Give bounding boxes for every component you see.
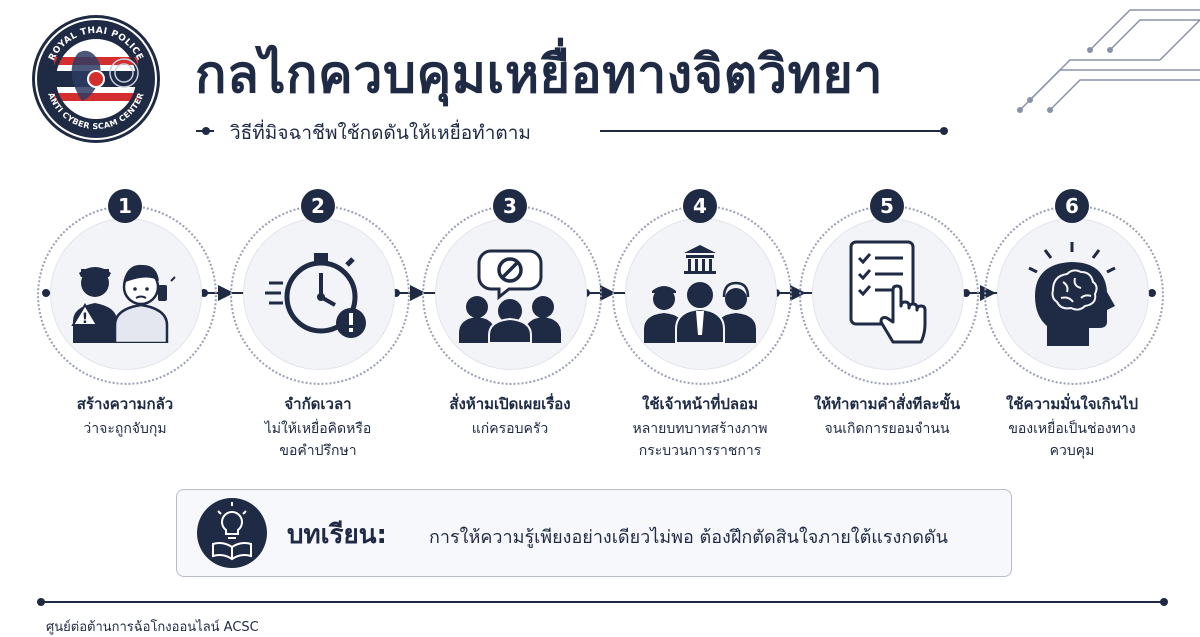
svg-text:!: ! (82, 311, 88, 327)
step-title: ใช้ความมั่นใจเกินไป (1005, 395, 1139, 413)
step-title: จำกัดเวลา (284, 395, 352, 413)
lightbulb-book-icon (197, 498, 267, 568)
step-description-line: หลายบทบาทสร้างภาพ (632, 421, 768, 437)
step-number-badge: 4 (683, 189, 717, 223)
checklist-hand-icon (837, 238, 937, 348)
step-title: สั่งห้ามเปิดเผยเรื่อง (449, 395, 571, 413)
step-description-line: ไม่ให้เหยื่อคิดหรือ (264, 421, 372, 437)
lesson-text: การให้ความรู้เพียงอย่างเดียวไม่พอ ต้องฝึ… (429, 527, 948, 548)
step-title: ให้ทำตามคำสั่งทีละขั้น (813, 395, 961, 413)
step-description: จนเกิดการยอมจำนน (787, 418, 987, 440)
page-title: กลไกควบคุมเหยื่อทางจิตวิทยา (195, 45, 884, 105)
footer-divider (40, 601, 1166, 603)
step-description-line: กระบวนการราชการ (638, 443, 762, 459)
lesson-label: บทเรียน: (287, 520, 387, 550)
subtitle-dot-left (202, 127, 210, 135)
step-number-badge: 3 (493, 189, 527, 223)
step-description-line: ว่าจะถูกจับกุม (83, 421, 167, 437)
police-and-scared-man-icon: ! (65, 243, 185, 345)
step-description: ว่าจะถูกจับกุม (25, 418, 225, 440)
fake-officials-icon (640, 243, 760, 344)
step-number-badge: 1 (108, 189, 142, 223)
step-description-line: ของเหยื่อเป็นช่องทาง (1008, 421, 1136, 437)
step-circle (435, 218, 587, 370)
step-description: หลายบทบาทสร้างภาพกระบวนการราชการ (600, 418, 800, 462)
footer-text: ศูนย์ต่อต้านการฉ้อโกงออนไลน์ ACSC (46, 620, 259, 635)
step-number-badge: 5 (870, 189, 904, 223)
head-brain-icon (1017, 238, 1127, 348)
subtitle-dot-right (940, 127, 948, 135)
step-description-line: จนเกิดการยอมจำนน (824, 421, 950, 437)
step-description: แก่ครอบครัว (410, 418, 610, 440)
lesson-box: บทเรียน: การให้ความรู้เพียงอย่างเดียวไม่… (176, 489, 1012, 577)
step-description: ไม่ให้เหยื่อคิดหรือขอคำปรึกษา (218, 418, 418, 462)
step-description: ของเหยื่อเป็นช่องทางควบคุม (972, 418, 1172, 462)
step-title: สร้างความกลัว (76, 395, 174, 413)
footer-dot-left (37, 598, 45, 606)
step-description-line: แก่ครอบครัว (471, 421, 549, 437)
stopwatch-alert-icon (263, 243, 373, 343)
step-number-badge: 2 (301, 189, 335, 223)
no-talking-group-icon (455, 243, 565, 344)
step-number-badge: 6 (1055, 189, 1089, 223)
acsc-logo: ROYAL THAI POLICE ANTI CYBER SCAM CENTER (30, 13, 162, 145)
circuit-decoration (1017, 9, 1200, 113)
page-subtitle: วิธีที่มิจฉาชีพใช้กดดันให้เหยื่อทำตาม (230, 122, 531, 144)
step-description-line: ขอคำปรึกษา (279, 443, 357, 459)
step-title: ใช้เจ้าหน้าที่ปลอม (642, 395, 758, 413)
subtitle-row: วิธีที่มิจฉาชีพใช้กดดันให้เหยื่อทำตาม (196, 118, 954, 144)
subtitle-line-right (600, 130, 944, 132)
step-description-line: ควบคุม (1049, 443, 1095, 459)
footer-dot-right (1160, 598, 1168, 606)
